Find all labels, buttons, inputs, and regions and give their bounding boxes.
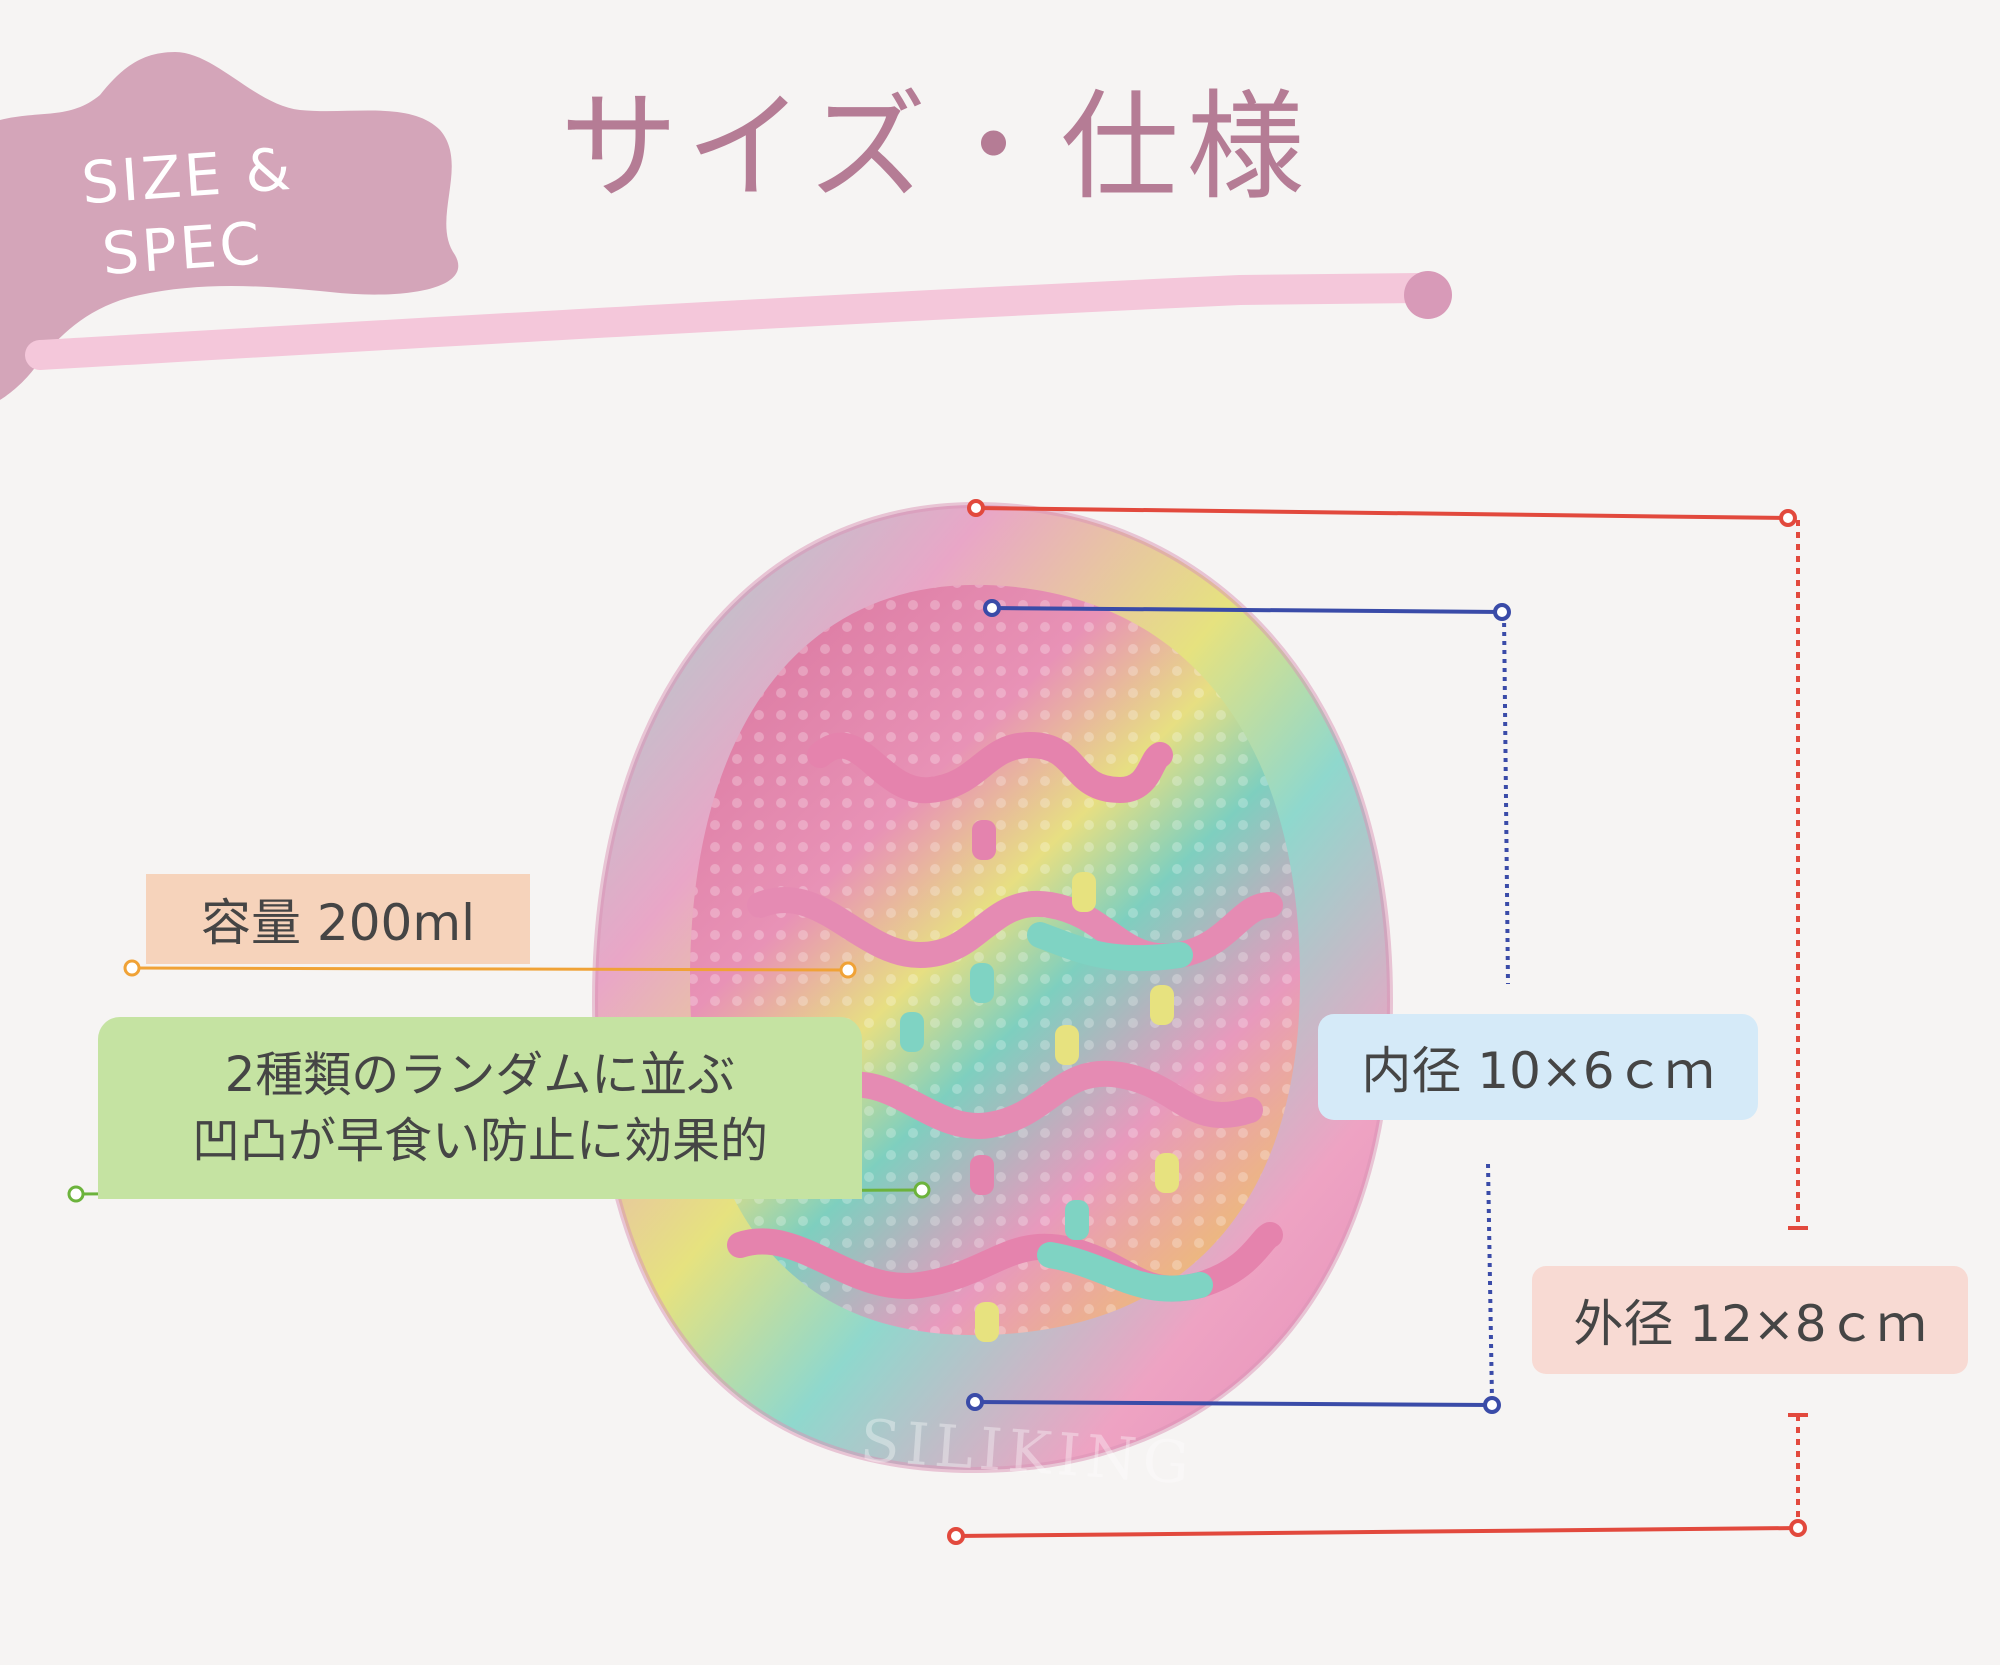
outer-diameter-label: 外径 12×8ｃｍ xyxy=(1532,1266,1968,1374)
title-underline xyxy=(25,271,1452,370)
size-spec-badge-shape xyxy=(0,52,459,400)
capacity-label: 容量 200ml xyxy=(146,874,530,964)
inner-diameter-label: 内径 10×6ｃｍ xyxy=(1318,1014,1758,1120)
feature-label: 2種類のランダムに並ぶ 凹凸が早食い防止に効果的 xyxy=(98,1017,862,1199)
page-title: サイズ・仕様 xyxy=(560,78,1313,216)
feature-line-2: 凹凸が早食い防止に効果的 xyxy=(191,1113,768,1169)
feature-line-1: 2種類のランダムに並ぶ xyxy=(224,1047,736,1103)
